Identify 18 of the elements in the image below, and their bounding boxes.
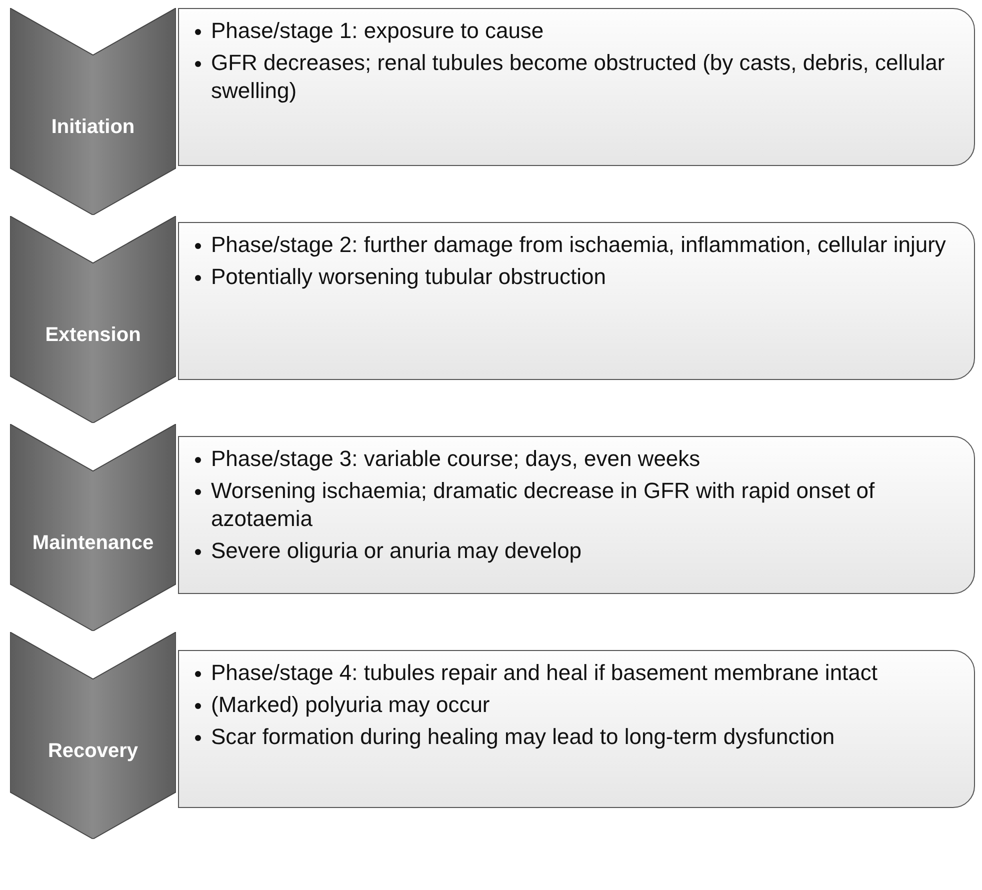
bullet-text: GFR decreases; renal tubules become obstructed (by casts, debris, cellular swelling): [211, 49, 946, 105]
text-panel: [178, 436, 975, 594]
stage-label: Maintenance: [31, 532, 155, 555]
bullet-text: Worsening ischaemia; dramatic decrease in GFR with rapid onset of azotaemia: [211, 477, 876, 533]
bullet-text: Phase/stage 2: further damage from ischaemia, inflammation, cellular injury: [211, 231, 947, 259]
bullet-text: Scar formation during healing may lead to long-term dysfunction: [211, 723, 836, 751]
bullet-text: Phase/stage 3: variable course; days, even weeks: [211, 445, 702, 473]
text-panel: [178, 650, 975, 808]
stage-label: Extension: [44, 324, 142, 347]
stage-label: Initiation: [50, 116, 136, 139]
bullet-text: (Marked) polyuria may occur: [211, 691, 491, 719]
bullet-text: Severe oliguria or anuria may develop: [211, 537, 583, 565]
bullet-text: Potentially worsening tubular obstruction: [211, 263, 608, 291]
bullet-text: Phase/stage 4: tubules repair and heal if basement membrane intact: [211, 659, 879, 687]
text-panel: [178, 8, 975, 166]
text-panel: [178, 222, 975, 380]
bullet-text: Phase/stage 1: exposure to cause: [211, 17, 545, 45]
stage-label: Recovery: [46, 740, 140, 763]
